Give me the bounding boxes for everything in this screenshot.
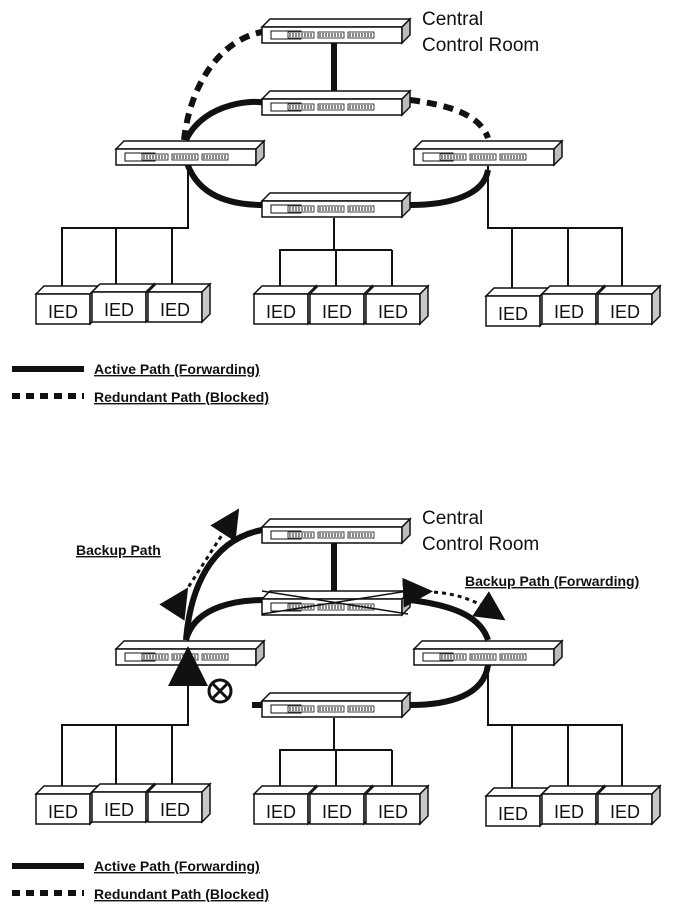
- ied-label: IED: [104, 800, 134, 820]
- switch-central: [261, 518, 411, 544]
- legend-redundant-label: Redundant Path (Blocked): [94, 389, 269, 405]
- room-label-line1: Central: [422, 508, 483, 529]
- ied-group-middle: IED IED IED: [253, 785, 429, 825]
- backup-path-label: Backup Path: [76, 542, 161, 558]
- room-label-line2: Control Room: [422, 35, 539, 56]
- legend-bottom: Active Path (Forwarding) Redundant Path …: [12, 858, 269, 902]
- ied-label: IED: [160, 300, 190, 320]
- top-diagram: IED IED IED IED IED IED IED IED IED Cent…: [12, 9, 661, 405]
- ied-label: IED: [104, 300, 134, 320]
- backup-path-right: [409, 597, 491, 642]
- ied-group-left: IED IED IED: [35, 283, 211, 325]
- ied-label: IED: [554, 302, 584, 322]
- ied-group-right: IED IED IED: [485, 285, 661, 327]
- failure-cross-icon: [261, 590, 409, 615]
- redundant-path-right: [409, 97, 491, 140]
- ied-label: IED: [266, 302, 296, 322]
- legend-active-label: Active Path (Forwarding): [94, 858, 260, 874]
- switch-central: [261, 18, 411, 44]
- ied-label: IED: [378, 302, 408, 322]
- room-label-line2: Control Room: [422, 534, 539, 555]
- legend-redundant-label: Redundant Path (Blocked): [94, 886, 269, 902]
- ied-label: IED: [322, 302, 352, 322]
- backup-path-arrow-right: [402, 577, 506, 621]
- switch-left: [115, 140, 265, 166]
- ied-label: IED: [322, 802, 352, 822]
- redundant-path-left: [181, 29, 263, 141]
- switch-left: [115, 640, 265, 666]
- switch-bottom: [261, 192, 411, 218]
- room-label-line1: Central: [422, 9, 483, 30]
- backup-path-arrow-left: [159, 508, 240, 621]
- switch-right: [413, 140, 563, 166]
- switch-ring-top: [261, 90, 411, 116]
- switch-bottom: [261, 692, 411, 718]
- ied-label: IED: [48, 302, 78, 322]
- ied-label: IED: [498, 804, 528, 824]
- ied-label: IED: [498, 304, 528, 324]
- legend-top: Active Path (Forwarding) Redundant Path …: [12, 361, 269, 405]
- ied-group-left: IED IED IED: [35, 783, 211, 825]
- ied-label: IED: [266, 802, 296, 822]
- ied-label: IED: [160, 800, 190, 820]
- ied-label: IED: [378, 802, 408, 822]
- ied-group-middle: IED IED IED: [253, 285, 429, 325]
- bottom-diagram: IED IED IED IED IED IED IED IED IED Cent…: [12, 508, 661, 902]
- ied-label: IED: [610, 302, 640, 322]
- ied-label: IED: [554, 802, 584, 822]
- switch-right: [413, 640, 563, 666]
- link-failure-icon: [207, 678, 233, 704]
- backup-forwarding-label: Backup Path (Forwarding): [465, 573, 639, 589]
- legend-active-label: Active Path (Forwarding): [94, 361, 260, 377]
- ied-label: IED: [48, 802, 78, 822]
- ied-label: IED: [610, 802, 640, 822]
- ied-group-right: IED IED IED: [485, 785, 661, 827]
